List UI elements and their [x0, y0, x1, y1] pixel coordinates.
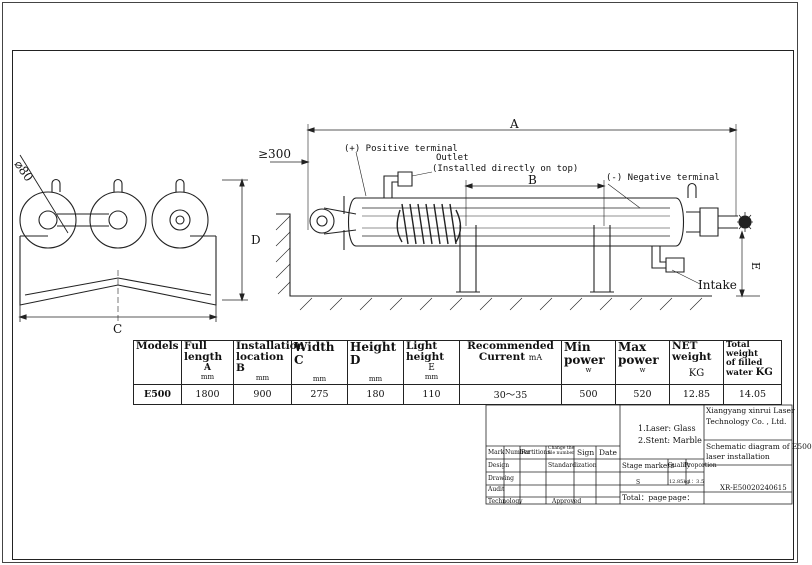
material-laser: 1.Laser: Glass	[638, 424, 696, 433]
negative-terminal-label: (-) Negative terminal	[606, 173, 720, 183]
drawing-sheet-border	[2, 2, 798, 563]
spec-row-e500: E500 1800 900 275 180 110 30～35 500 520 …	[133, 383, 782, 405]
diameter-label: ⌀80	[12, 158, 36, 184]
cell-model: E500	[133, 383, 182, 405]
length-a-label: A	[509, 117, 519, 131]
stage-markers: Stage markers	[622, 462, 675, 470]
cell-width: 275	[291, 383, 348, 405]
total-page: Total：page	[622, 493, 667, 502]
col-date: Date	[599, 448, 617, 457]
row-approved: Approved	[552, 498, 582, 505]
col-mark: Mark	[488, 449, 505, 456]
row-technology: Technology	[488, 498, 523, 505]
cell-min-power: 500	[561, 383, 616, 405]
end-view-drawing	[18, 154, 248, 322]
row-drawing: Drawing	[488, 475, 515, 482]
quality-value: 12.85kg	[669, 479, 690, 485]
proportion-label: Proportion	[684, 462, 717, 469]
cell-net-weight: 12.85	[669, 383, 724, 405]
col-partitions: Partitions	[521, 449, 551, 456]
drawing-title-line1: Schematic diagram of E500	[706, 442, 812, 451]
side-view-drawing	[270, 124, 760, 311]
width-c-label: C	[113, 322, 122, 336]
cell-total-weight: 14.05	[723, 383, 782, 405]
row-design: Design	[488, 462, 510, 469]
col-change-file-2: file number	[548, 451, 575, 456]
cell-installation: 900	[233, 383, 292, 405]
header-models: Models	[133, 340, 182, 385]
drawing-frame	[12, 50, 794, 560]
drawing-title-line2: laser installation	[706, 452, 770, 461]
positive-terminal-label: (+) Positive terminal	[344, 144, 458, 154]
outlet-note-label: (Installed directly on top)	[432, 164, 578, 174]
company-name-line2: Technology Co. , Ltd.	[706, 417, 787, 426]
company-name-line1: Xiangyang xinrui Laser	[706, 406, 795, 415]
quality-label: Quality	[668, 462, 690, 469]
cell-height: 180	[347, 383, 404, 405]
cell-full-length: 1800	[181, 383, 234, 405]
title-block-grid	[485, 404, 793, 505]
col-sign: Sign	[577, 448, 595, 457]
clearance-label: ≥300	[258, 147, 291, 161]
row-standardization: Standardization	[548, 462, 597, 469]
page-label: page：	[668, 493, 695, 502]
light-height-e-label: E	[749, 262, 762, 270]
outlet-label: Outlet	[436, 153, 469, 163]
height-d-label: D	[251, 233, 261, 247]
intake-label: Intake	[698, 278, 737, 292]
title-block: 1.Laser: Glass 2.Stent: Marble Xiangyang…	[486, 405, 812, 505]
col-number: Number	[505, 449, 531, 456]
material-stent: 2.Stent: Marble	[638, 436, 702, 445]
col-change-file-1: Change the	[548, 446, 575, 451]
proportion-value: 1：3.5	[688, 479, 705, 485]
cell-max-power: 520	[615, 383, 670, 405]
install-b-label: B	[528, 173, 537, 187]
cell-light-height: 110	[403, 383, 460, 405]
drawing-number: XR-E50020240615	[720, 484, 787, 492]
stage-value: S	[636, 479, 641, 486]
cell-current: 30～35	[459, 383, 562, 405]
row-audit: Audit	[488, 486, 505, 493]
